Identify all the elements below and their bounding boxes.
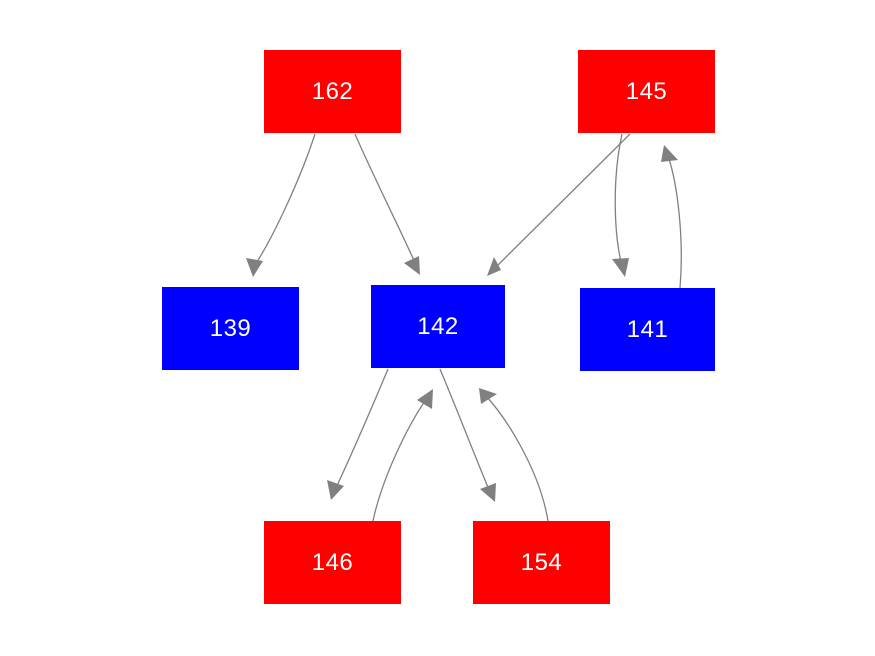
arrowhead-icon bbox=[612, 258, 629, 277]
node-label: 154 bbox=[520, 548, 563, 576]
edge-line bbox=[354, 133, 417, 266]
node-label: 146 bbox=[311, 548, 354, 576]
graph-node-145[interactable]: 145 bbox=[578, 50, 715, 133]
arrowhead-icon bbox=[404, 256, 420, 275]
arrowhead-icon bbox=[487, 257, 501, 276]
edge-line bbox=[667, 155, 682, 289]
arrowhead-icon bbox=[479, 388, 497, 404]
node-label: 145 bbox=[625, 77, 668, 105]
arrowhead-icon bbox=[661, 145, 678, 162]
edge-line bbox=[252, 133, 316, 269]
edge-141-to-145 bbox=[661, 145, 682, 289]
node-label: 162 bbox=[311, 77, 354, 105]
graph-node-142[interactable]: 142 bbox=[371, 285, 505, 368]
edge-line bbox=[614, 133, 623, 267]
edge-line bbox=[439, 368, 491, 493]
graph-node-141[interactable]: 141 bbox=[580, 288, 715, 371]
edge-142-to-146 bbox=[327, 368, 389, 500]
edge-145-to-141 bbox=[612, 133, 629, 277]
arrowhead-icon bbox=[417, 389, 433, 409]
arrowhead-icon bbox=[480, 483, 496, 502]
node-label: 142 bbox=[417, 312, 459, 340]
node-label: 141 bbox=[626, 315, 669, 343]
edge-162-to-139 bbox=[246, 133, 316, 277]
graph-node-162[interactable]: 162 bbox=[264, 50, 401, 133]
graph-node-146[interactable]: 146 bbox=[264, 521, 401, 604]
edge-line bbox=[372, 397, 428, 522]
edge-145-to-142 bbox=[487, 133, 631, 276]
edge-154-to-142 bbox=[479, 388, 549, 522]
edge-line bbox=[485, 395, 549, 522]
edge-line bbox=[494, 133, 631, 269]
graph-node-139[interactable]: 139 bbox=[162, 287, 299, 370]
node-label: 139 bbox=[209, 314, 252, 342]
edge-162-to-142 bbox=[354, 133, 420, 275]
edge-146-to-142 bbox=[372, 389, 433, 522]
edge-142-to-154 bbox=[439, 368, 496, 502]
graph-node-154[interactable]: 154 bbox=[473, 521, 610, 604]
edge-line bbox=[334, 368, 389, 491]
arrowhead-icon bbox=[327, 480, 344, 500]
arrowhead-icon bbox=[246, 258, 263, 277]
